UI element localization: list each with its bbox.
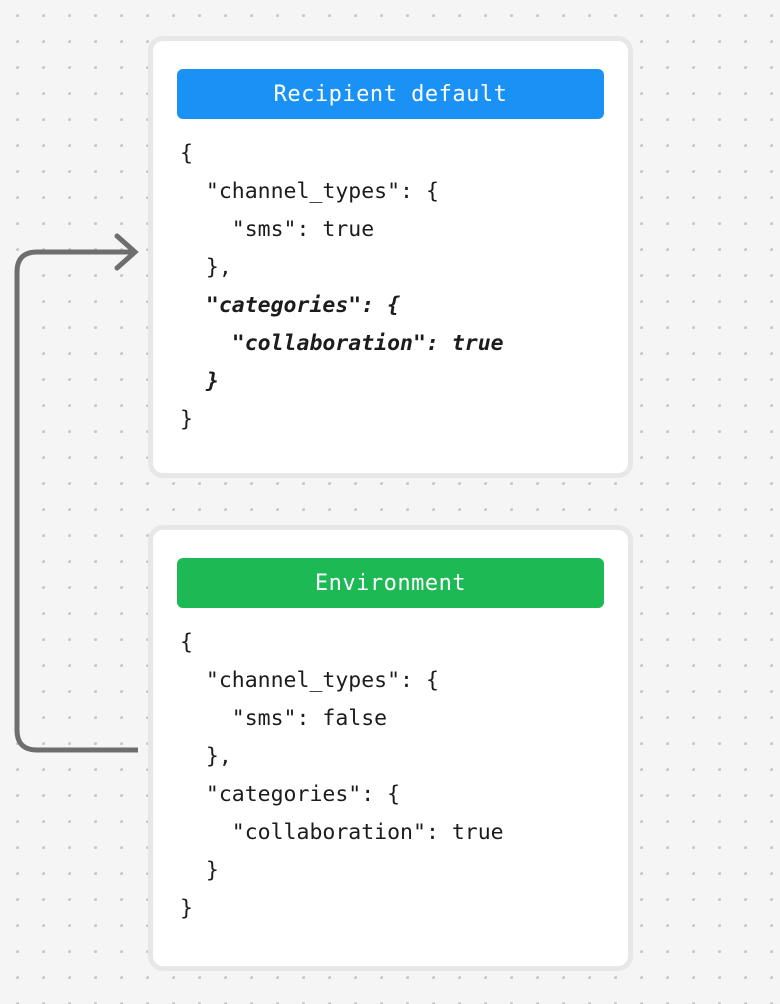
code-line: "sms": false <box>180 706 388 731</box>
card-header-environment: Environment <box>177 558 604 608</box>
code-line: "collaboration": true <box>180 331 504 356</box>
code-line: }, <box>180 255 232 280</box>
code-line: "collaboration": true <box>180 820 504 845</box>
card-header-recipient-default: Recipient default <box>177 69 604 119</box>
json-block-environment: { "channel_types": { "sms": false }, "ca… <box>180 624 628 928</box>
card-environment[interactable]: Environment { "channel_types": { "sms": … <box>148 525 633 971</box>
card-header-label: Recipient default <box>273 81 508 107</box>
code-line: }, <box>180 744 232 769</box>
inheritance-arrow <box>14 233 139 753</box>
code-line: } <box>180 407 193 432</box>
json-block-recipient-default: { "channel_types": { "sms": true }, "cat… <box>180 135 628 439</box>
code-line: } <box>180 369 219 394</box>
code-line: "categories": { <box>180 293 401 318</box>
code-line: "channel_types": { <box>180 179 439 204</box>
code-line: "sms": true <box>180 217 375 242</box>
code-line: { <box>180 630 193 655</box>
code-line: "channel_types": { <box>180 668 439 693</box>
inheritance-arrow-path <box>14 249 138 753</box>
code-line: { <box>180 141 193 166</box>
code-line: } <box>180 858 219 883</box>
inheritance-arrowhead-icon <box>114 233 139 271</box>
code-line: } <box>180 896 193 921</box>
card-header-label: Environment <box>314 570 467 596</box>
card-recipient-default[interactable]: Recipient default { "channel_types": { "… <box>148 36 633 478</box>
code-line: "categories": { <box>180 782 401 807</box>
